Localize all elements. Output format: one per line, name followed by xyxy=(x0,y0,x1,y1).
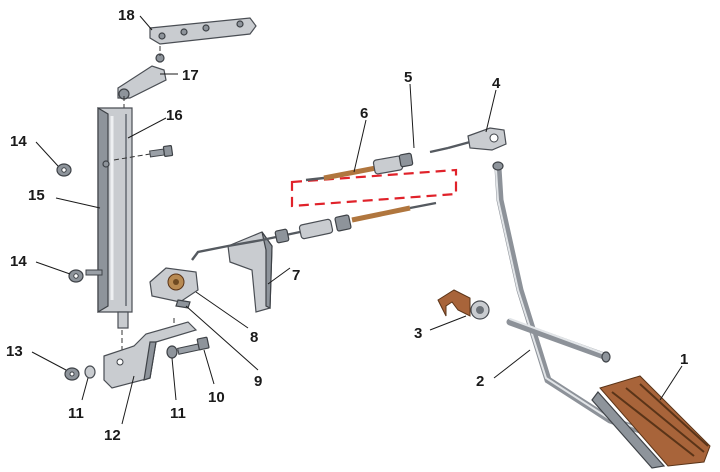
highlight-frame xyxy=(290,168,458,208)
part-14-nut-upper xyxy=(56,163,72,177)
callout-9: 9 xyxy=(254,373,262,390)
part-9-clip xyxy=(175,299,191,309)
callout-5: 5 xyxy=(404,69,412,86)
part-13-nut xyxy=(64,367,80,381)
callout-17: 17 xyxy=(182,67,199,84)
callout-16: 16 xyxy=(166,107,183,124)
callout-2: 2 xyxy=(476,373,484,390)
part-8-pivot-block xyxy=(149,267,199,303)
part-12-bracket xyxy=(103,318,198,389)
callout-14-upper: 14 xyxy=(10,133,27,150)
part-1-pedal-pad xyxy=(591,375,711,469)
callout-18: 18 xyxy=(118,7,135,24)
part-4-rod-end xyxy=(447,127,507,151)
part-10-bolt xyxy=(177,336,210,355)
callout-10: 10 xyxy=(208,389,225,406)
leader-lines xyxy=(31,15,683,425)
part-17-upper-lever xyxy=(117,46,167,100)
callout-labels: 18 17 16 14 15 14 13 11 12 11 10 9 8 7 6… xyxy=(6,7,688,444)
throttle-cable-assembly xyxy=(191,201,437,261)
callout-11-left: 11 xyxy=(68,405,84,422)
part-6-threaded-end xyxy=(305,152,414,182)
callout-12: 12 xyxy=(104,427,121,444)
part-11-washer-right xyxy=(166,345,178,359)
callout-4: 4 xyxy=(492,75,501,92)
callout-6: 6 xyxy=(360,105,368,122)
part-14-nut-lower xyxy=(68,269,103,283)
callout-7: 7 xyxy=(292,267,300,284)
part-3-bushing-set xyxy=(437,289,490,320)
callout-15: 15 xyxy=(28,187,45,204)
callout-11-right: 11 xyxy=(170,405,186,422)
part-18-bracket-plate xyxy=(149,17,257,45)
callout-3: 3 xyxy=(414,325,422,342)
part-5-cable-pin xyxy=(429,146,449,154)
part-7-cable-bracket xyxy=(227,231,273,313)
part-15-shaft-housing xyxy=(97,96,133,329)
callout-1: 1 xyxy=(680,351,688,368)
part-16-bolt xyxy=(113,145,174,161)
callout-14-lower: 14 xyxy=(10,253,27,270)
part-11-washer-left xyxy=(84,365,96,379)
callout-13: 13 xyxy=(6,343,23,360)
callout-8: 8 xyxy=(250,329,258,346)
